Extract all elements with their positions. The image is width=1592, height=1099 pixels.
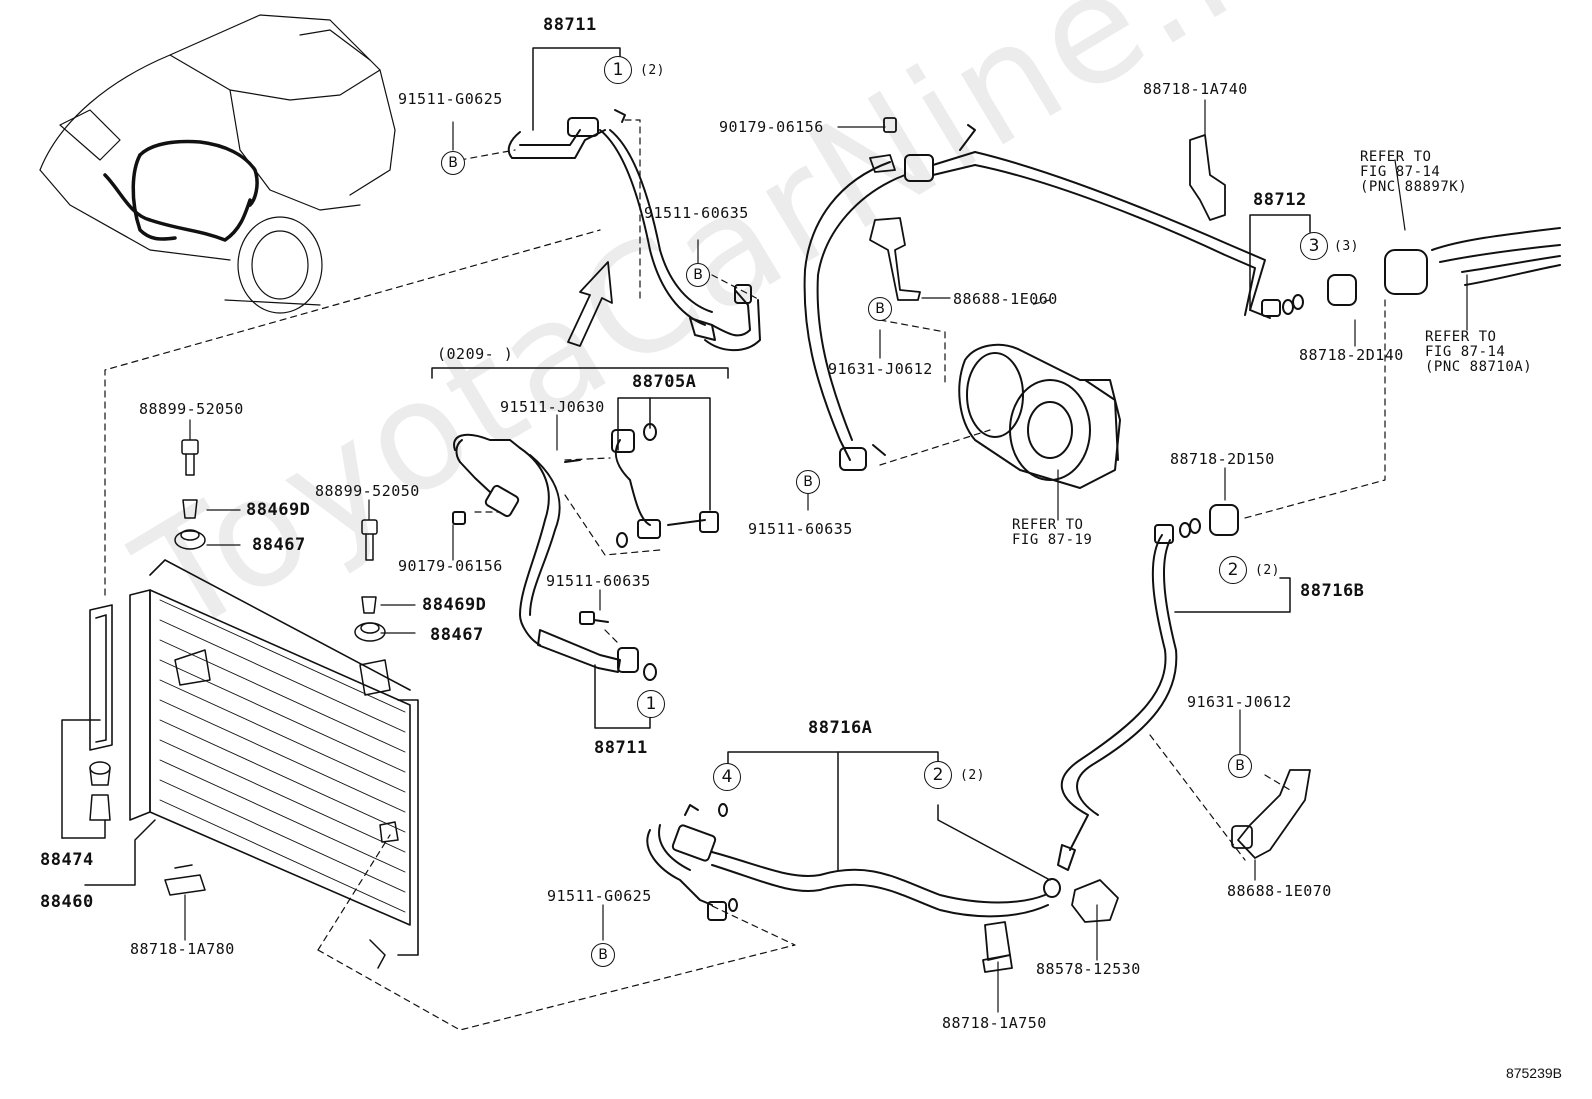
callout-1-bottom: 1 bbox=[637, 690, 665, 718]
figure-id: 875239B bbox=[1505, 1065, 1562, 1081]
part-label-88712[interactable]: 88712 bbox=[1253, 190, 1307, 210]
part-label-88899-52050[interactable]: 88899-52050 bbox=[139, 400, 244, 418]
part-label-91511-60635[interactable]: 91511-60635 bbox=[644, 204, 749, 222]
part-label-88718-1A750[interactable]: 88718-1A750 bbox=[942, 1014, 1047, 1032]
part-label-88716B[interactable]: 88716B bbox=[1300, 581, 1365, 601]
refer-note-88710A: REFER TO FIG 87-14 (PNC 88710A) bbox=[1425, 329, 1533, 375]
bolt-callout-b: B bbox=[868, 297, 892, 321]
part-label-88716A[interactable]: 88716A bbox=[808, 718, 873, 738]
part-label-88688-1E060[interactable]: 88688-1E060 bbox=[953, 290, 1058, 308]
callout-1-top-qty: (2) bbox=[640, 63, 665, 78]
callout-3: 3 bbox=[1300, 232, 1328, 260]
refer-note-87-19: REFER TO FIG 87-19 bbox=[1012, 517, 1093, 548]
part-label-88718-1A780[interactable]: 88718-1A780 bbox=[130, 940, 235, 958]
callout-3-qty: (3) bbox=[1334, 239, 1359, 254]
pipe-88716A bbox=[646, 803, 1061, 921]
callout-2-bottom-qty: (2) bbox=[960, 768, 985, 783]
part-label-88578-12530[interactable]: 88578-12530 bbox=[1036, 960, 1141, 978]
part-label-88474[interactable]: 88474 bbox=[40, 850, 94, 870]
refer-hoses bbox=[1384, 227, 1561, 295]
callout-4: 4 bbox=[713, 763, 741, 791]
callout-1-top: 1 bbox=[604, 56, 632, 84]
part-label-88467[interactable]: 88467 bbox=[430, 625, 484, 645]
bolt-callout-b: B bbox=[1228, 754, 1252, 778]
part-label-88711[interactable]: 88711 bbox=[543, 15, 597, 35]
cushion-88578-12530 bbox=[1071, 879, 1119, 923]
part-label-91511-G0625[interactable]: 91511-G0625 bbox=[398, 90, 503, 108]
side-rubber bbox=[89, 604, 113, 751]
condenser-core bbox=[129, 559, 419, 956]
pipe-88716B bbox=[1057, 504, 1239, 871]
bolt-callout-b: B bbox=[686, 263, 710, 287]
bolt-callout-b: B bbox=[441, 151, 465, 175]
bracket-88718-1A740 bbox=[1189, 134, 1226, 221]
part-label-88460[interactable]: 88460 bbox=[40, 892, 94, 912]
dashed-leaders bbox=[104, 119, 1386, 1031]
hose-88705A bbox=[452, 423, 719, 681]
part-label-88718-1A740[interactable]: 88718-1A740 bbox=[1143, 80, 1248, 98]
part-label-91631-J0612[interactable]: 91631-J0612 bbox=[1187, 693, 1292, 711]
small-parts bbox=[89, 439, 399, 969]
bolt-callout-b: B bbox=[591, 943, 615, 967]
part-label-91511-60635[interactable]: 91511-60635 bbox=[748, 520, 853, 538]
bolt-callout-b: B bbox=[796, 470, 820, 494]
refer-note-88897K: REFER TO FIG 87-14 (PNC 88897K) bbox=[1360, 149, 1468, 195]
part-label-90179-06156[interactable]: 90179-06156 bbox=[719, 118, 824, 136]
part-label-91511-G0625[interactable]: 91511-G0625 bbox=[547, 887, 652, 905]
compressor bbox=[958, 343, 1121, 489]
condenser-fins bbox=[159, 599, 406, 913]
leader-lines bbox=[184, 99, 1468, 1013]
part-label-88688-1E070[interactable]: 88688-1E070 bbox=[1227, 882, 1332, 900]
callout-2-right-qty: (2) bbox=[1255, 563, 1280, 578]
suction-hose bbox=[803, 124, 1357, 471]
part-label-91631-J0612[interactable]: 91631-J0612 bbox=[828, 360, 933, 378]
bracket-88688-1E060 bbox=[869, 117, 921, 301]
part-label-88705A[interactable]: 88705A bbox=[632, 372, 697, 392]
part-label-91511-60635[interactable]: 91511-60635 bbox=[546, 572, 651, 590]
part-label-88469D[interactable]: 88469D bbox=[246, 500, 311, 520]
callout-2-bottom: 2 bbox=[924, 761, 952, 789]
part-label-91511-J0630[interactable]: 91511-J0630 bbox=[500, 398, 605, 416]
part-label-88718-2D140[interactable]: 88718-2D140 bbox=[1299, 346, 1404, 364]
date-range-label: (0209- ) bbox=[437, 345, 514, 363]
group-brackets bbox=[61, 47, 1311, 886]
car-pipe-highlight bbox=[103, 139, 259, 242]
car-outline bbox=[39, 14, 396, 314]
clamp-88718-1A750 bbox=[982, 921, 1013, 973]
part-label-88469D[interactable]: 88469D bbox=[422, 595, 487, 615]
part-label-88467[interactable]: 88467 bbox=[252, 535, 306, 555]
part-label-88711[interactable]: 88711 bbox=[594, 738, 648, 758]
bracket-88688-1E070 bbox=[1231, 769, 1311, 859]
hose-88711-top bbox=[507, 109, 761, 352]
callout-2-right: 2 bbox=[1219, 556, 1247, 584]
part-label-88718-2D150[interactable]: 88718-2D150 bbox=[1170, 450, 1275, 468]
arrow-outline bbox=[567, 261, 613, 347]
part-label-90179-06156[interactable]: 90179-06156 bbox=[398, 557, 503, 575]
part-label-88899-52050[interactable]: 88899-52050 bbox=[315, 482, 420, 500]
